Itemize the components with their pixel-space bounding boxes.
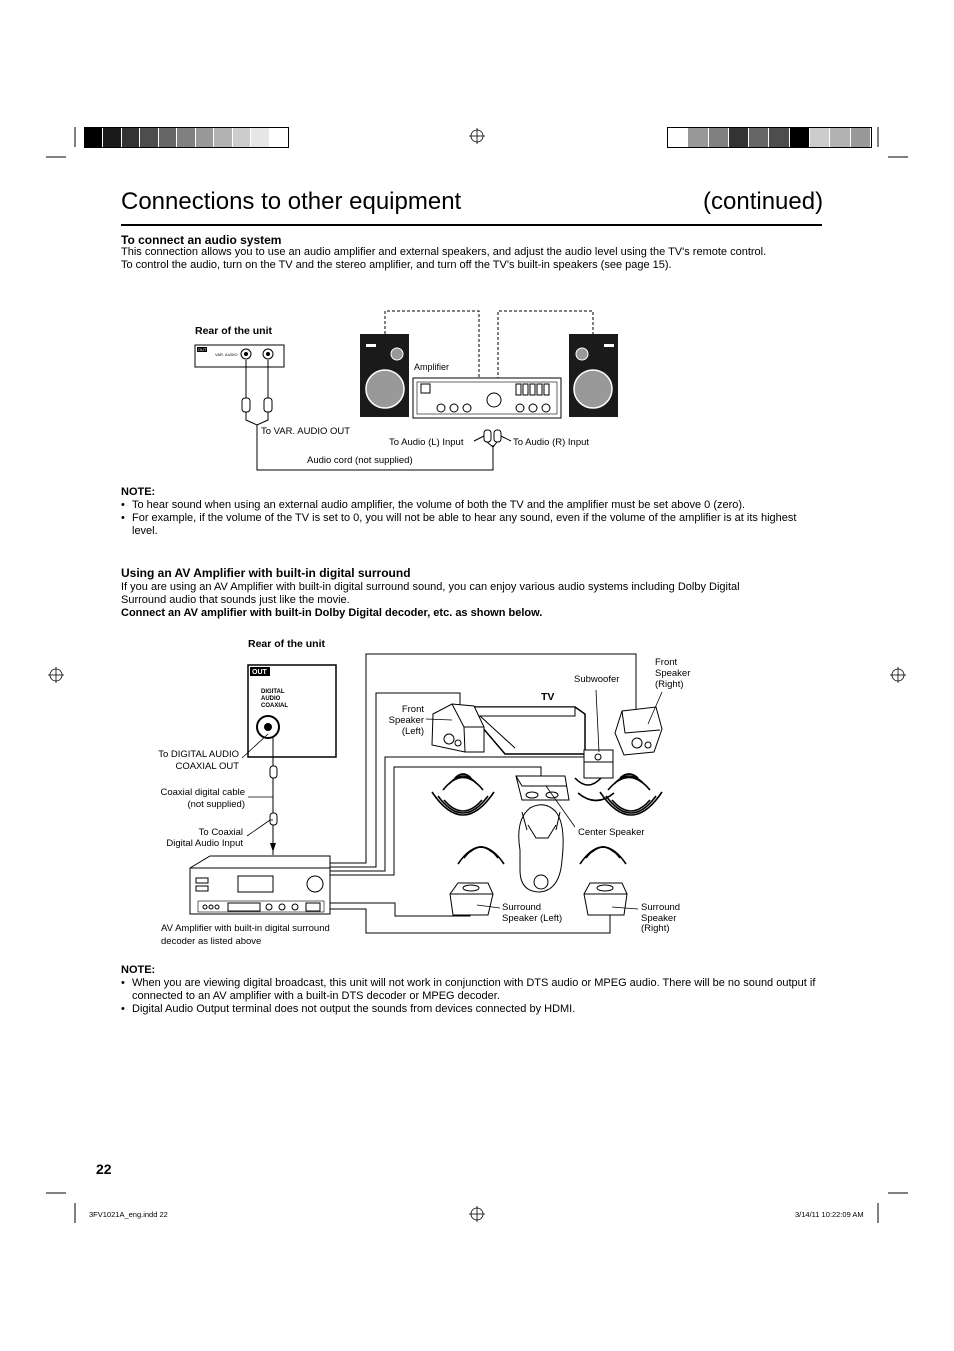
section2-line2: Surround audio that sounds just like the… [121,594,350,606]
to-digital-label-1: To DIGITAL AUDIO [158,749,239,760]
rear-panel [194,344,285,368]
title-rule [121,224,822,226]
calibration-swatch [140,128,159,147]
calibration-swatch [668,128,689,147]
amplifier-label: Amplifier [414,362,449,372]
section1-heading: To connect an audio system [121,233,282,247]
calibration-swatch [177,128,196,147]
surround-left-label-2: Speaker (Left) [502,913,562,924]
calibration-swatch [749,128,770,147]
surround-right-label-1: Surround [641,902,680,913]
section2-bold-line: Connect an AV amplifier with built-in Do… [121,607,543,619]
section1-line1: This connection allows you to use an aud… [121,246,767,258]
av-amp-label-2: decoder as listed above [161,936,261,947]
note-heading-2: NOTE: [121,964,156,976]
coax-cable-label-2: (not supplied) [187,799,245,810]
calibration-swatch [728,128,750,147]
footer-timestamp: 3/14/11 10:22:09 AM [795,1210,864,1219]
calibration-bar-right [667,127,872,148]
surround-right-label-3: (Right) [641,923,670,934]
note-item: To hear sound when using an external aud… [121,499,811,512]
section1-notes: NOTE: To hear sound when using an extern… [121,486,811,538]
panel-coaxial-label: COAXIAL [261,703,288,709]
front-right-label-2: Speaker [655,668,690,679]
calibration-swatch [158,128,178,147]
audio-cord-label: Audio cord (not supplied) [307,455,413,466]
note-item: For example, if the volume of the TV is … [121,512,811,538]
section2-heading: Using an AV Amplifier with built-in digi… [121,566,411,580]
front-right-label-3: (Right) [655,679,684,690]
calibration-swatch [789,128,811,147]
av-amp-label-1: AV Amplifier with built-in digital surro… [161,923,330,934]
calibration-swatch [232,128,252,147]
surround-diagram: OUT DIGITAL AUDIO COAXIAL [158,638,690,947]
rear-panel-digital [247,664,337,758]
front-right-label-1: Front [655,657,678,668]
calibration-swatch [251,128,270,147]
calibration-swatch [121,128,141,147]
note-heading: NOTE: [121,486,156,498]
note-item: Digital Audio Output terminal does not o… [121,1003,821,1016]
page-title-continued: (continued) [703,188,824,215]
calibration-swatch [269,128,288,147]
to-var-audio-out-label: To VAR. AUDIO OUT [261,426,350,437]
calibration-swatch [769,128,790,147]
section2-notes: NOTE: When you are viewing digital broad… [121,964,821,1016]
center-speaker [515,775,570,801]
calibration-swatch [810,128,831,147]
calibration-swatch [688,128,709,147]
section2-intro: If you are using an AV Amplifier with bu… [121,581,841,620]
surround-right-label-2: Speaker [641,913,676,924]
to-audio-l-label: To Audio (L) Input [389,437,464,448]
to-digital-label-2: COAXIAL OUT [175,761,239,772]
audio-system-diagram: OUT VAR. AUDIO Rear of the unit Amplifie… [194,310,618,471]
subwoofer [583,749,614,779]
calibration-swatch [103,128,122,147]
subwoofer-label: Subwoofer [574,674,619,685]
panel-digital-label: DIGITAL [261,689,285,695]
surround-left-label-1: Surround [502,902,541,913]
panel-out-label: OUT [252,669,268,676]
panel-out-label: OUT [198,347,207,352]
front-left-label-2: Speaker [389,715,424,726]
front-left-label-1: Front [402,704,425,715]
to-coax-label-1: To Coaxial [199,827,243,838]
note-item: When you are viewing digital broadcast, … [121,977,821,1003]
section1-line2: To control the audio, turn on the TV and… [121,259,672,271]
rear-of-unit-label: Rear of the unit [195,325,273,337]
tv-label: TV [541,691,554,703]
section1-intro: This connection allows you to use an aud… [121,246,841,272]
footer-file: 3FV1021A_eng.indd 22 [89,1210,168,1219]
to-coax-label-2: Digital Audio Input [166,838,243,849]
calibration-bar-left [84,127,289,148]
page-number: 22 [96,1161,112,1177]
rear-of-unit-label-2: Rear of the unit [248,638,326,650]
calibration-swatch [850,128,871,147]
center-speaker-label: Center Speaker [578,827,645,838]
listener-figure [518,804,564,893]
calibration-swatch [830,128,851,147]
front-left-label-3: (Left) [402,726,424,737]
calibration-swatch [195,128,215,147]
calibration-swatch [85,128,104,147]
panel-audio-label: AUDIO [261,696,281,702]
coax-cable-label-1: Coaxial digital cable [161,787,246,798]
calibration-swatch [708,128,729,147]
panel-var-label: VAR. AUDIO [215,352,238,357]
calibration-swatch [214,128,233,147]
page-title: Connections to other equipment [121,188,462,215]
to-audio-r-label: To Audio (R) Input [513,437,589,448]
section2-line1: If you are using an AV Amplifier with bu… [121,581,740,593]
